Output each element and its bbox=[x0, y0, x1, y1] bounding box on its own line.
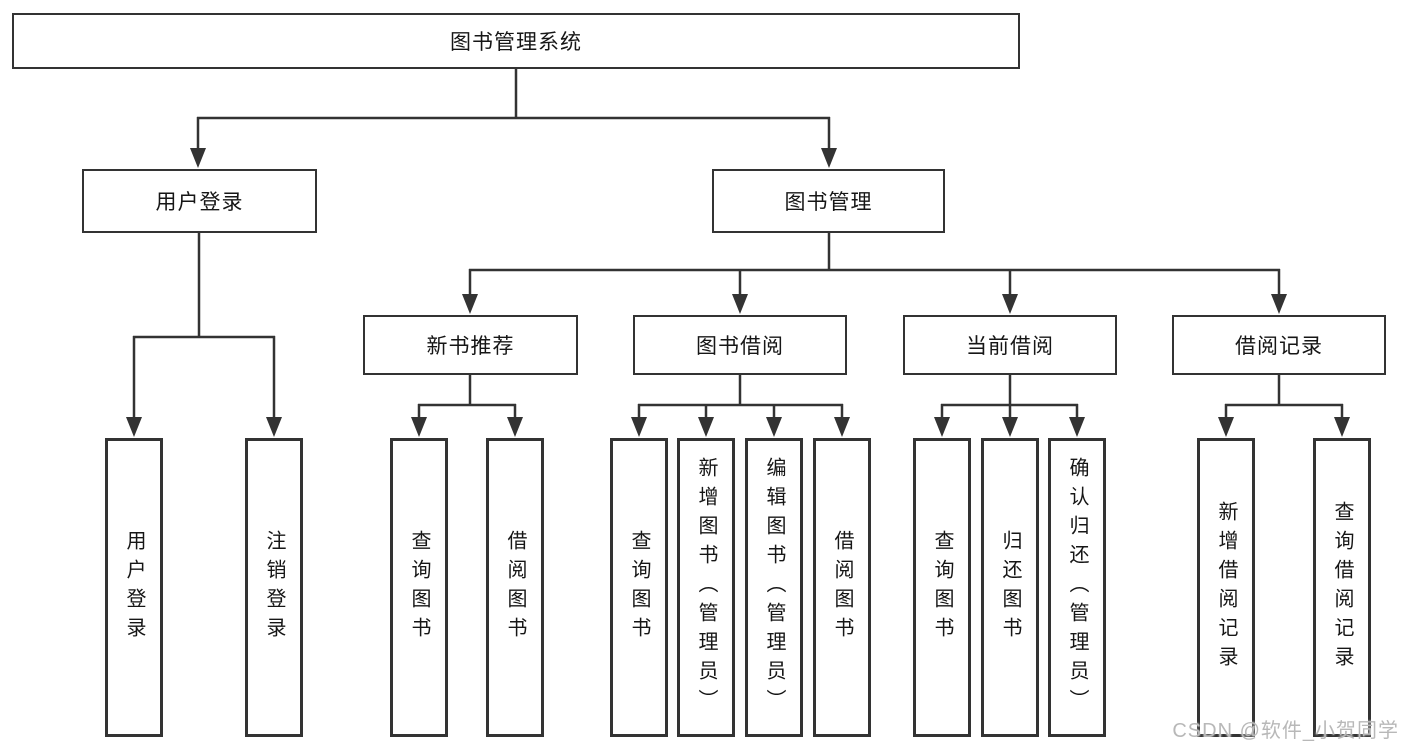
node-user-login: 用户登录 bbox=[82, 169, 317, 233]
leaf-add-borrow-record: 新增借阅记录 bbox=[1197, 438, 1255, 737]
node-root-library-system: 图书管理系统 bbox=[12, 13, 1020, 69]
leaf-query-books-borrow: 查询图书 bbox=[610, 438, 668, 737]
leaf-return-books: 归还图书 bbox=[981, 438, 1039, 737]
leaf-query-books-current: 查询图书 bbox=[913, 438, 971, 737]
leaf-edit-books-admin: 编辑图书（管理员） bbox=[745, 438, 803, 737]
leaf-borrow-books-recommend: 借阅图书 bbox=[486, 438, 544, 737]
leaf-user-login: 用户登录 bbox=[105, 438, 163, 737]
leaf-confirm-return-admin: 确认归还（管理员） bbox=[1048, 438, 1106, 737]
arrowhead-icons bbox=[126, 148, 1350, 437]
leaf-add-books-admin: 新增图书（管理员） bbox=[677, 438, 735, 737]
leaf-query-borrow-record: 查询借阅记录 bbox=[1313, 438, 1371, 737]
node-new-book-recommend: 新书推荐 bbox=[363, 315, 578, 375]
node-current-borrow: 当前借阅 bbox=[903, 315, 1117, 375]
node-book-borrow: 图书借阅 bbox=[633, 315, 847, 375]
node-book-management: 图书管理 bbox=[712, 169, 945, 233]
leaf-logout: 注销登录 bbox=[245, 438, 303, 737]
leaf-borrow-books: 借阅图书 bbox=[813, 438, 871, 737]
node-borrow-records: 借阅记录 bbox=[1172, 315, 1386, 375]
leaf-query-books-recommend: 查询图书 bbox=[390, 438, 448, 737]
